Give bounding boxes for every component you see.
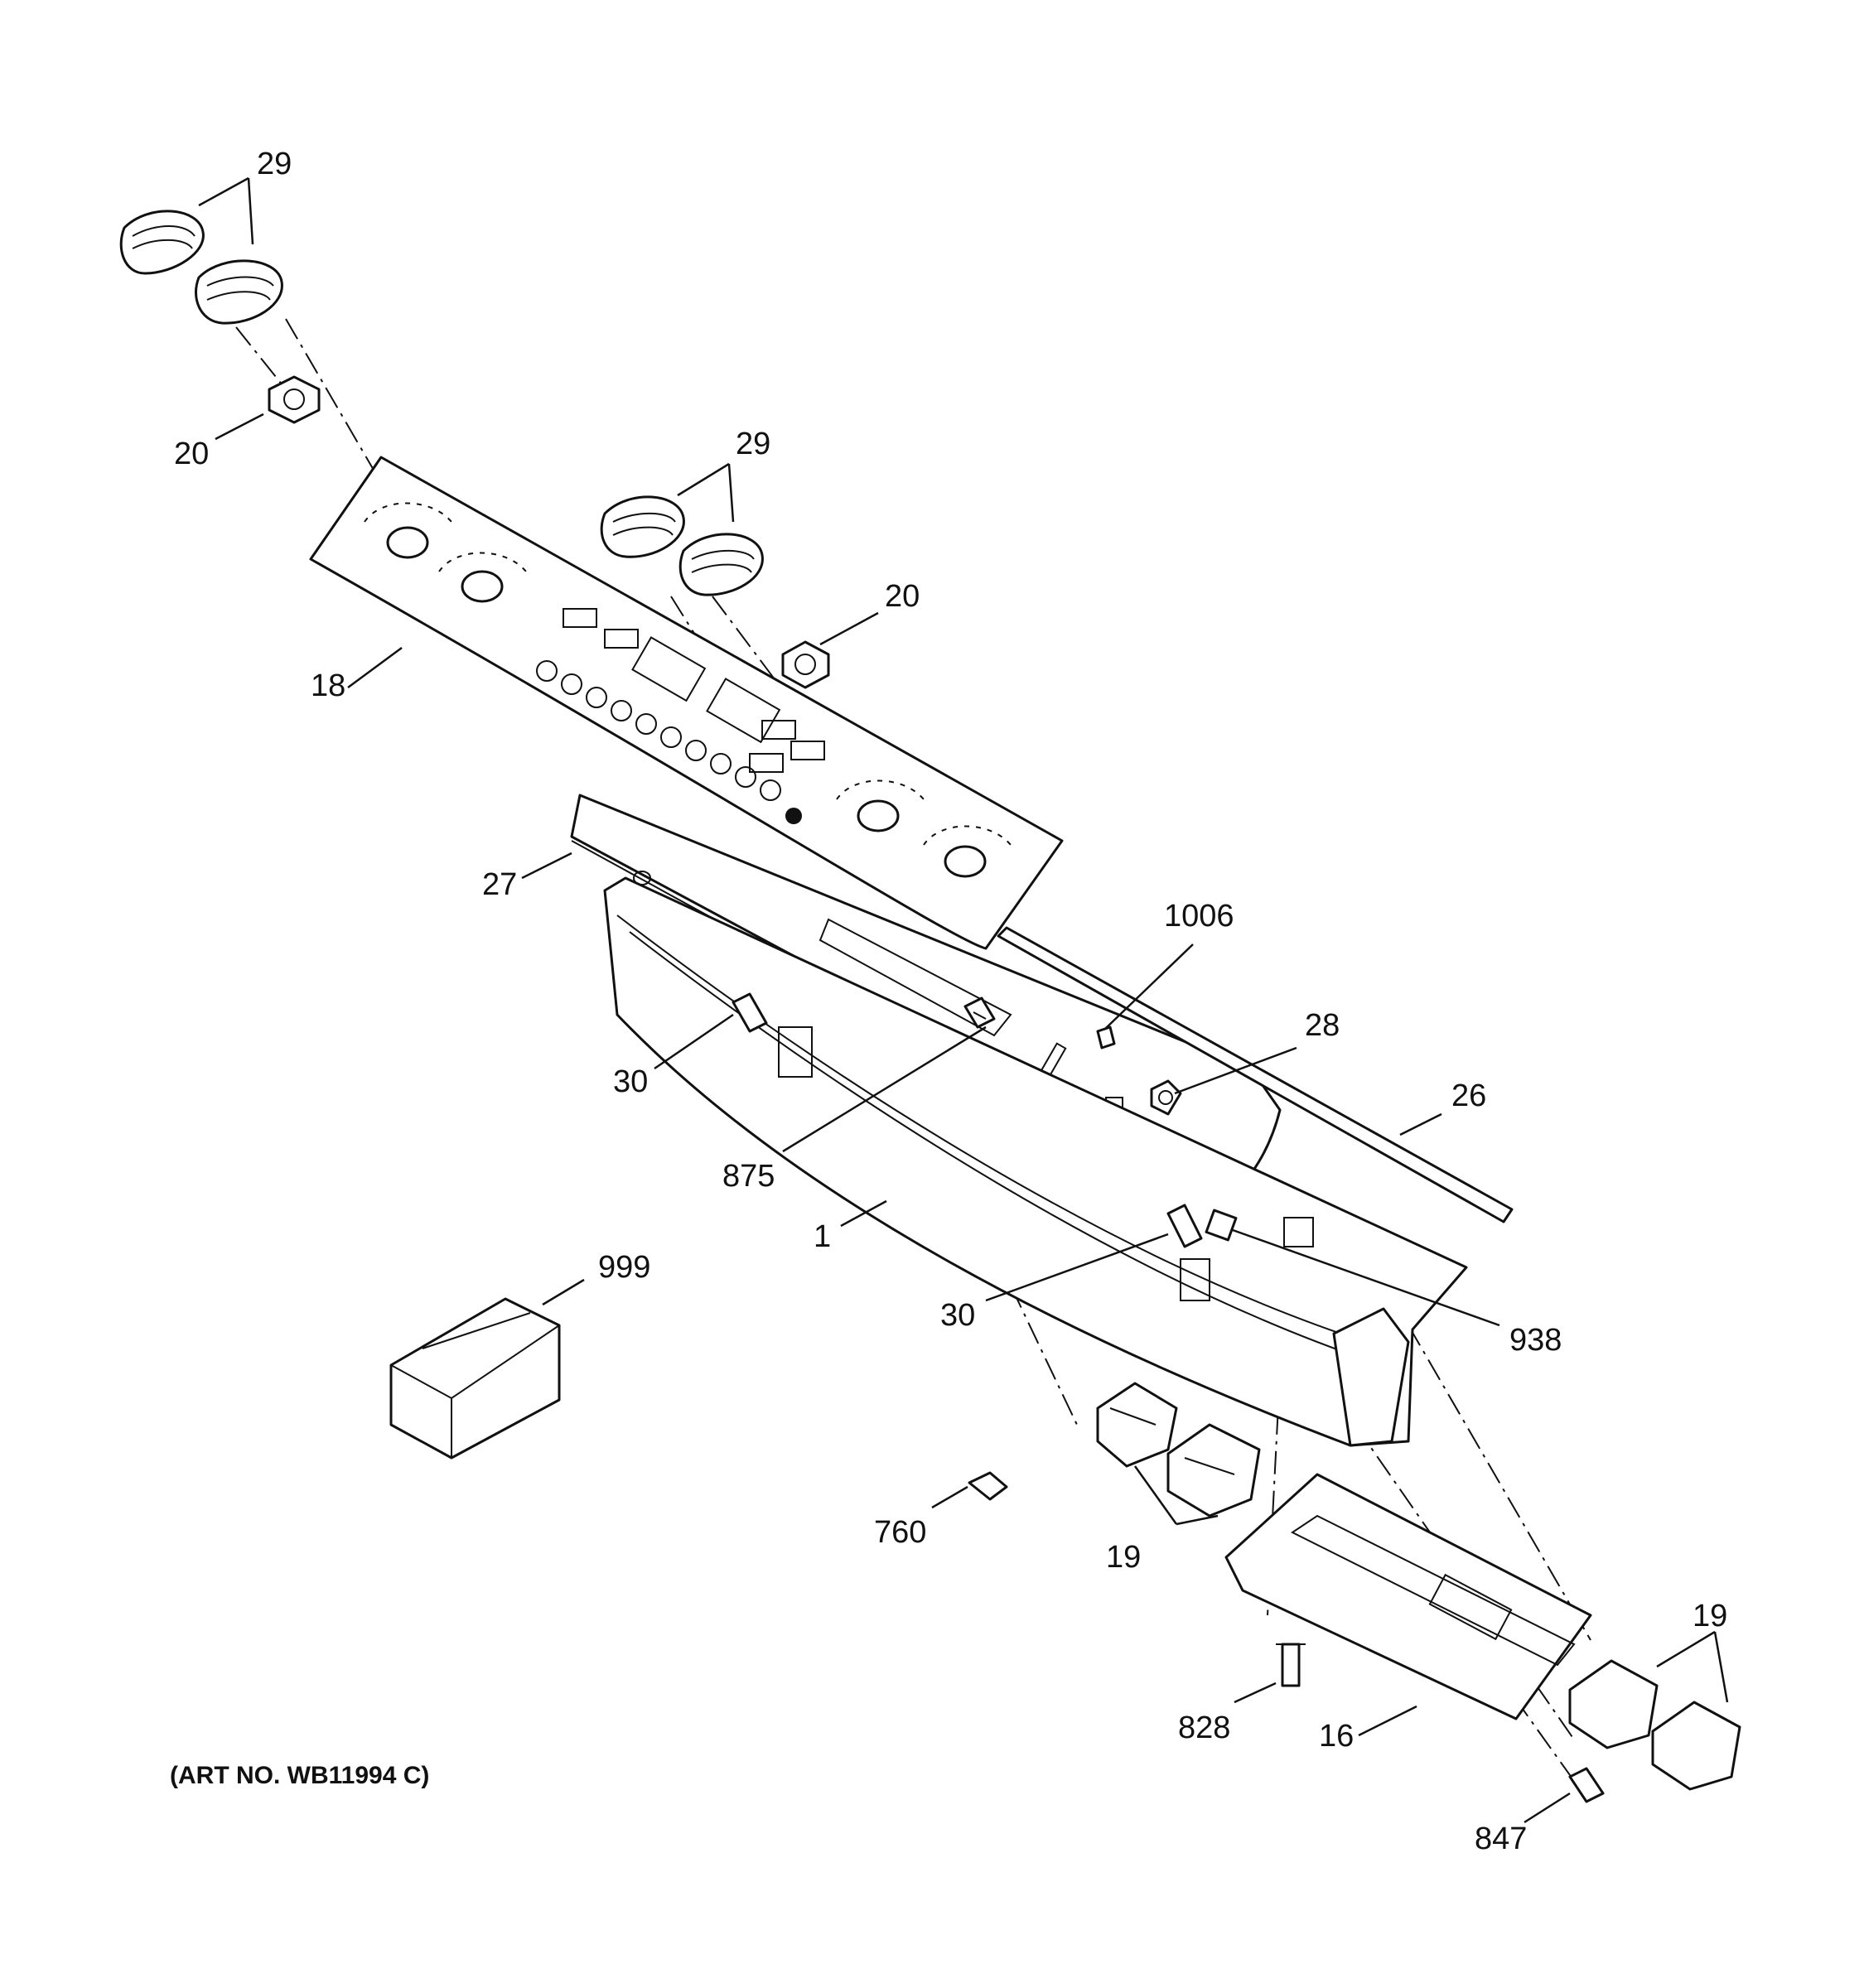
callout-30-upper: 30: [613, 1064, 648, 1099]
knob-29-middle-b: [678, 533, 764, 596]
callout-28: 28: [1305, 1008, 1340, 1043]
clip-938: [1205, 1209, 1238, 1242]
trim-strip-26: [997, 926, 1514, 1223]
callout-760: 760: [874, 1515, 926, 1550]
callout-30-lower: 30: [940, 1298, 975, 1333]
art-number: (ART NO. WB11994 C): [170, 1762, 429, 1789]
spacer-30-upper: [732, 992, 768, 1033]
infinite-switch-19-a: [1096, 1382, 1178, 1468]
hex-nut-20-left: [268, 375, 321, 424]
electronic-control-16: [1224, 1473, 1592, 1720]
callout-847: 847: [1475, 1822, 1527, 1856]
callout-16: 16: [1319, 1719, 1354, 1754]
screw-828: [1276, 1643, 1306, 1687]
callout-828: 828: [1178, 1711, 1230, 1745]
knob-29-upper-left-b: [195, 259, 283, 325]
parts-box-999: [389, 1297, 561, 1460]
callout-938: 938: [1509, 1323, 1562, 1358]
keypad-buttons: [536, 608, 825, 824]
callout-29-top-left: 29: [257, 147, 292, 181]
screw-875: [963, 996, 996, 1029]
callout-999: 999: [598, 1250, 650, 1285]
spacer-30-lower: [1166, 1204, 1203, 1248]
callout-19-right: 19: [1693, 1599, 1727, 1633]
screw-1006: [1096, 1025, 1116, 1049]
callout-20-middle: 20: [885, 579, 920, 614]
callout-875: 875: [722, 1159, 775, 1194]
hex-nut-20-right: [781, 640, 830, 689]
callout-19-left: 19: [1106, 1540, 1141, 1575]
spring-clip-28: [1150, 1079, 1182, 1116]
callout-27: 27: [482, 867, 517, 902]
control-panel-faceplate-18: [309, 456, 1064, 950]
callout-1: 1: [814, 1219, 831, 1254]
infinite-switch-19-d: [1651, 1701, 1741, 1791]
knob-29-middle-a: [600, 495, 685, 558]
infinite-switch-19-b: [1166, 1423, 1261, 1518]
callout-20-left: 20: [174, 437, 209, 471]
leader-lines: [198, 176, 1729, 1824]
control-housing-1: [603, 876, 1468, 1447]
callout-26: 26: [1451, 1078, 1486, 1113]
callout-1006: 1006: [1164, 899, 1234, 934]
knob-29-upper-left-a: [119, 210, 205, 275]
infinite-switch-19-c: [1568, 1659, 1659, 1749]
screw-760: [968, 1471, 1008, 1501]
callout-labels: 29 20 29 20 18 27 1006 28 26 30 875 1 99…: [174, 147, 1727, 1856]
callout-18: 18: [311, 668, 345, 703]
screw-847: [1568, 1767, 1605, 1803]
callout-29-middle: 29: [736, 427, 770, 461]
